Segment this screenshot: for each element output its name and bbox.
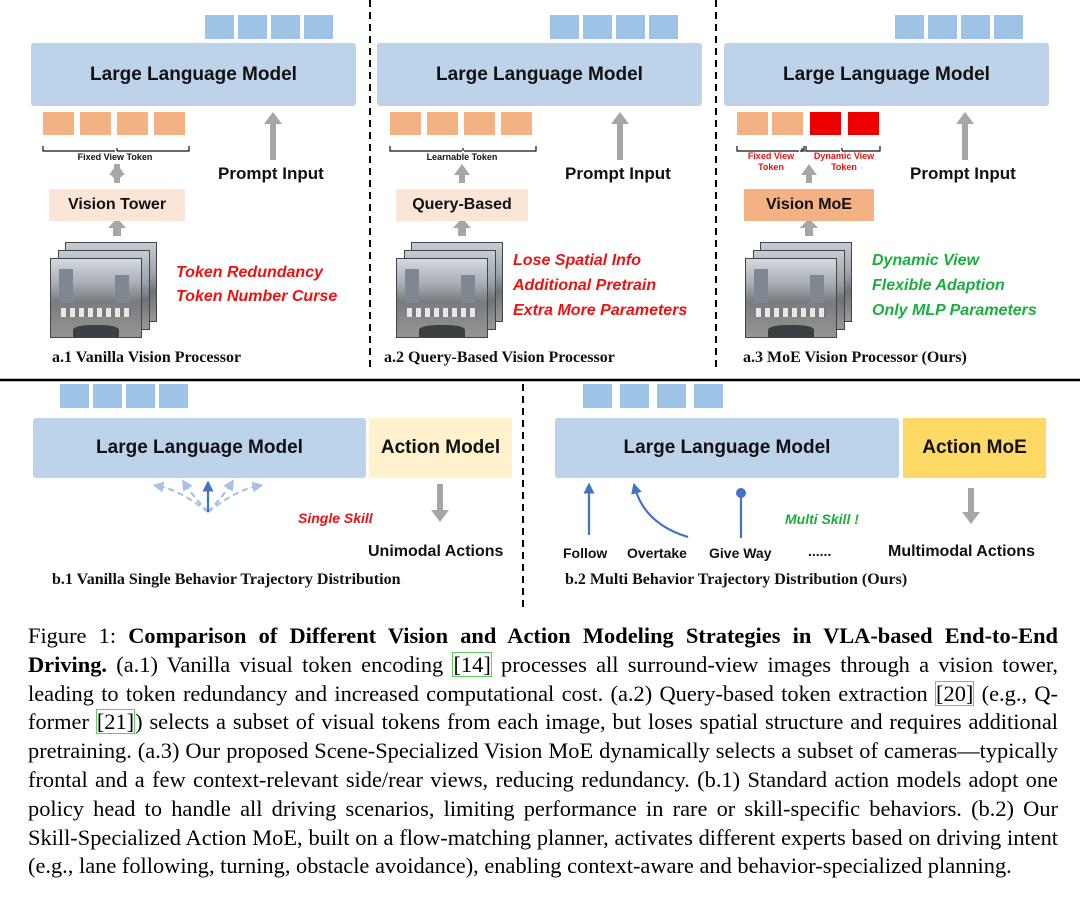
note-line: Additional Pretrain bbox=[513, 277, 657, 294]
caption-text: (a.1) Vanilla visual token encoding bbox=[107, 651, 453, 677]
camera-image bbox=[745, 258, 837, 338]
citation-link[interactable]: [14] bbox=[452, 651, 492, 677]
output-token bbox=[616, 15, 645, 39]
figure-diagram: Large Language Model Fixed View Token Vi… bbox=[0, 0, 1080, 612]
caption-text: processes all surround-view images throu… bbox=[28, 651, 1058, 706]
single-skill-note: Single Skill bbox=[298, 510, 373, 526]
note-line: Token Redundancy bbox=[176, 264, 323, 281]
visual-token bbox=[427, 112, 458, 135]
visual-token bbox=[390, 112, 421, 135]
citation-link[interactable]: [21] bbox=[95, 709, 136, 735]
behavior-more: ...... bbox=[808, 543, 832, 559]
output-token bbox=[649, 15, 678, 39]
prompt-input-label: Prompt Input bbox=[218, 164, 324, 183]
caption-text: ) selects a subset of visual tokens from… bbox=[28, 709, 1058, 879]
llm-label: Large Language Model bbox=[436, 63, 643, 85]
llm-box: Large Language Model bbox=[377, 43, 702, 106]
llm-label: Large Language Model bbox=[783, 63, 990, 85]
output-token bbox=[60, 384, 89, 408]
camera-image bbox=[50, 258, 142, 338]
single-skill-trajectories bbox=[152, 479, 264, 513]
prompt-input-label: Prompt Input bbox=[565, 164, 671, 183]
llm-label: Large Language Model bbox=[96, 437, 303, 458]
visual-token bbox=[80, 112, 111, 135]
vision-moe-box: Vision MoE bbox=[744, 189, 874, 221]
behavior-follow: Follow bbox=[563, 545, 608, 561]
output-token bbox=[895, 15, 924, 39]
caption-prefix: Figure 1: bbox=[28, 623, 129, 648]
note-line: Flexible Adaption bbox=[872, 277, 1005, 294]
output-token bbox=[126, 384, 155, 408]
action-moe-box: Action MoE bbox=[903, 418, 1046, 478]
processor-label: Vision Tower bbox=[67, 196, 167, 213]
visual-token bbox=[43, 112, 74, 135]
output-token bbox=[583, 384, 612, 408]
behavior-give-way: Give Way bbox=[709, 545, 772, 561]
output-token bbox=[271, 15, 300, 39]
action-label: Action MoE bbox=[922, 437, 1027, 458]
output-token bbox=[550, 15, 579, 39]
llm-box: Large Language Model bbox=[33, 418, 366, 478]
token-label: Fixed View Token bbox=[77, 152, 153, 162]
multimodal-actions-label: Multimodal Actions bbox=[888, 543, 1035, 560]
output-token bbox=[620, 384, 649, 408]
output-token bbox=[928, 15, 957, 39]
visual-token bbox=[772, 112, 803, 135]
processor-label: Vision MoE bbox=[766, 196, 852, 213]
multi-skill-trajectories bbox=[583, 482, 746, 539]
dynamic-token bbox=[810, 112, 841, 135]
panel-caption-b2: b.2 Multi Behavior Trajectory Distributi… bbox=[565, 571, 908, 588]
note-line: Only MLP Parameters bbox=[872, 302, 1037, 319]
multi-skill-note: Multi Skill ! bbox=[785, 511, 859, 527]
output-token bbox=[994, 15, 1023, 39]
fixed-token-label: Fixed View Token bbox=[747, 151, 795, 172]
output-token bbox=[159, 384, 188, 408]
panel-caption-a1: a.1 Vanilla Vision Processor bbox=[52, 349, 242, 366]
output-token bbox=[657, 384, 686, 408]
gray-arrows bbox=[108, 112, 980, 524]
query-based-box: Query-Based bbox=[396, 189, 528, 221]
output-token bbox=[93, 384, 122, 408]
behavior-overtake: Overtake bbox=[627, 545, 687, 561]
note-line: Extra More Parameters bbox=[513, 302, 688, 319]
output-token bbox=[205, 15, 234, 39]
visual-token bbox=[464, 112, 495, 135]
figure-caption: Figure 1: Comparison of Different Vision… bbox=[28, 622, 1058, 881]
caption-title: Comparison of Different Vision and Actio… bbox=[28, 623, 1058, 677]
action-model-box: Action Model bbox=[369, 418, 512, 478]
panel-caption-a3: a.3 MoE Vision Processor (Ours) bbox=[743, 349, 967, 366]
dynamic-token bbox=[848, 112, 879, 135]
unimodal-actions-label: Unimodal Actions bbox=[368, 543, 504, 560]
output-token bbox=[583, 15, 612, 39]
visual-token bbox=[737, 112, 768, 135]
visual-token bbox=[501, 112, 532, 135]
token-label: Learnable Token bbox=[426, 152, 498, 162]
dynamic-token-label: Dynamic View Token bbox=[813, 151, 875, 172]
llm-box: Large Language Model bbox=[31, 43, 356, 106]
llm-box: Large Language Model bbox=[724, 43, 1049, 106]
note-line: Lose Spatial Info bbox=[513, 252, 642, 269]
vision-tower-box: Vision Tower bbox=[49, 189, 185, 221]
citation-link[interactable]: [20] bbox=[935, 680, 975, 706]
panel-caption-a2: a.2 Query-Based Vision Processor bbox=[384, 349, 615, 366]
processor-label: Query-Based bbox=[412, 196, 512, 213]
llm-label: Large Language Model bbox=[623, 437, 831, 458]
prompt-input-label: Prompt Input bbox=[910, 164, 1016, 183]
panel-caption-b1: b.1 Vanilla Single Behavior Trajectory D… bbox=[52, 571, 401, 588]
output-token bbox=[238, 15, 267, 39]
figure-lines bbox=[0, 0, 1080, 612]
visual-token bbox=[117, 112, 148, 135]
note-line: Token Number Curse bbox=[176, 288, 338, 305]
visual-token bbox=[154, 112, 185, 135]
output-token bbox=[304, 15, 333, 39]
output-token bbox=[961, 15, 990, 39]
camera-image bbox=[396, 258, 488, 338]
llm-box: Large Language Model bbox=[555, 418, 899, 478]
llm-label: Large Language Model bbox=[90, 63, 297, 85]
caption-text: (e.g., Q-former bbox=[28, 680, 1058, 735]
output-token bbox=[694, 384, 723, 408]
action-label: Action Model bbox=[380, 437, 501, 458]
note-line: Dynamic View bbox=[872, 252, 980, 269]
